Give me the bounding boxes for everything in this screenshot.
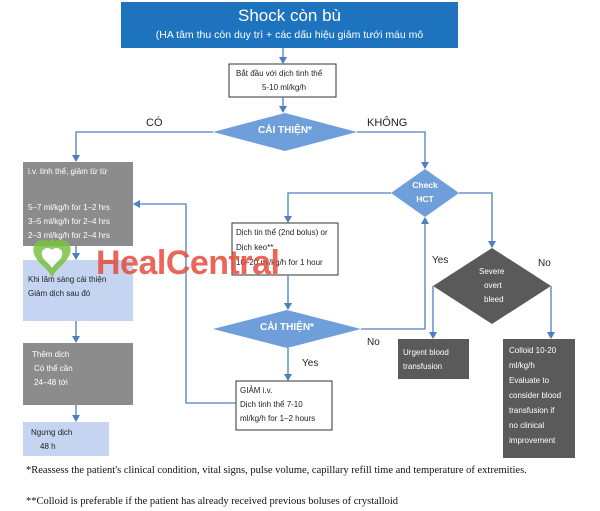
watermark-text: HealCentral — [96, 244, 280, 282]
decision-improved-1 — [213, 113, 357, 151]
mid-box2-line2: Dịch tinh thể 7-10 — [240, 400, 303, 409]
check-hct-line2: HCT — [416, 194, 434, 204]
left-box-clinical-improve — [23, 260, 133, 321]
severe-line2: overt — [484, 281, 502, 290]
left-box1-line3: 5–7 ml/kg/h for 1–2 hrs — [28, 203, 110, 212]
left-box2-line2: Giảm dịch sau đó — [28, 289, 91, 298]
footnote-1: *Reassess the patient's clinical conditi… — [26, 465, 527, 476]
arrow-no-back-check — [361, 217, 429, 330]
arrow-no-check — [357, 131, 429, 169]
left-box3-line3: 24–48 tới — [34, 378, 68, 387]
left-box3-line2: Có thể cần — [34, 364, 73, 373]
decision2-label: CẢI THIỆN* — [260, 322, 314, 333]
mid-box-second-bolus — [231, 222, 339, 276]
mid-box1-line3: 10–20 ml/kg/h for 1 hour — [236, 258, 323, 267]
label-khong: KHÔNG — [367, 117, 408, 129]
arrow-check-to-severe — [459, 192, 496, 248]
left-box-add-fluid — [23, 343, 133, 405]
mid-box2-line3: ml/kg/h for 1–2 hours — [240, 414, 316, 423]
title-box — [121, 2, 458, 48]
start-box-line2: 5-10 ml/kg/h — [262, 83, 307, 92]
title-sub: (HA tâm thu còn duy trì + các dấu hiệu g… — [155, 29, 424, 41]
severe-line3: bleed — [484, 295, 504, 304]
colloid-line2: ml/kg/h — [509, 361, 535, 370]
colloid-line4: consider blood — [509, 391, 562, 400]
title-main: Shock còn bù — [237, 6, 341, 25]
colloid-line6: no clinical — [509, 421, 545, 430]
colloid-line7: improvement — [509, 436, 556, 445]
healcentral-logo-icon — [33, 239, 71, 278]
left-box2-line1: Khi lâm sàng cải thiện — [28, 275, 107, 284]
decision-improved-2 — [213, 310, 361, 348]
colloid-line3: Evaluate to — [509, 376, 550, 385]
left-box-stop-fluid — [23, 422, 109, 456]
severe-line1: Severe — [479, 267, 505, 276]
colloid-line5: transfusion if — [509, 406, 555, 415]
colloid-box — [503, 339, 575, 458]
decision1-label: CẢI THIỆN* — [258, 125, 312, 136]
left-box4-line2: 48 h — [40, 442, 56, 451]
severe-bleed-diamond — [433, 248, 551, 324]
arrow-yes-left — [72, 131, 213, 162]
arrow-reduce-back-left — [133, 200, 236, 404]
label-no-right: No — [538, 258, 551, 269]
label-yes-right: Yes — [432, 255, 449, 266]
left-box1-line5: 2–3 ml/kg/h for 2–4 hrs — [28, 231, 110, 240]
label-no-mid: No — [367, 337, 380, 348]
left-box1-line1: i.v. tinh thể, giảm từ từ — [28, 167, 108, 176]
urgent-line1: Urgent blood — [403, 348, 449, 357]
mid-box1-line1: Dịch tin thể (2nd bolus) or — [236, 228, 328, 237]
mid-box2-line1: GIẢM i.v. — [240, 386, 273, 395]
check-hct-diamond — [391, 169, 459, 217]
urgent-transfusion-box — [398, 339, 469, 379]
left-box-crystalloid-taper — [23, 162, 133, 246]
colloid-line1: Colloid 10-20 — [509, 346, 557, 355]
start-box-line1: Bắt đầu với dịch tinh thể — [236, 69, 323, 78]
footnote-2: **Colloid is preferable if the patient h… — [26, 496, 399, 507]
left-box3-line1: Thêm dịch — [32, 350, 70, 359]
arrow-check-to-bolus — [284, 192, 391, 223]
label-co: CÓ — [146, 117, 163, 129]
label-yes-mid: Yes — [302, 358, 319, 369]
mid-box1-line2: Dịch keo** — [236, 243, 274, 252]
urgent-line2: transfusion — [403, 362, 443, 371]
mid-box-reduce-iv — [235, 380, 333, 431]
start-box — [228, 63, 337, 98]
check-hct-line1: Check — [412, 180, 438, 190]
left-box1-line4: 3–5 ml/kg/h for 2–4 hrs — [28, 217, 110, 226]
left-box4-line1: Ngưng dịch — [31, 428, 73, 437]
